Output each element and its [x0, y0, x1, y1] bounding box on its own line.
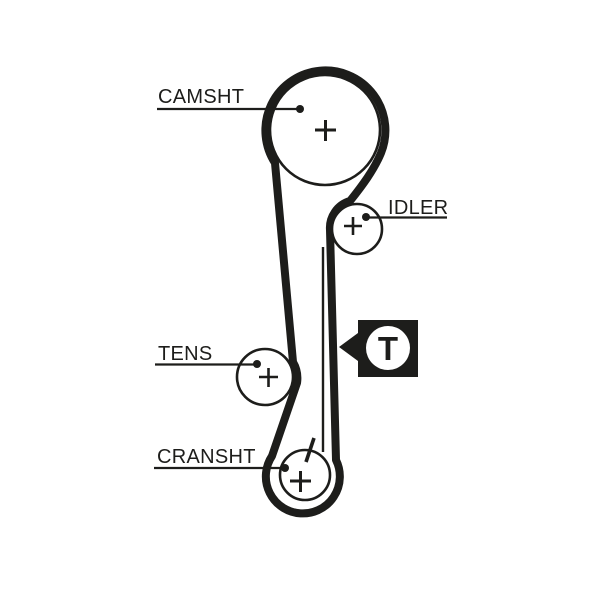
- crankshaft-timing-mark: [304, 437, 316, 463]
- idler-leader-dot: [362, 213, 370, 221]
- camshaft-pulley: [268, 73, 382, 187]
- camshaft-label: CAMSHT: [158, 86, 244, 108]
- tensioner-leader-dot: [253, 360, 261, 368]
- tension-marker-circle: [366, 326, 410, 370]
- tension-marker: T: [339, 320, 418, 377]
- crankshaft-center-cross-icon: [290, 471, 311, 492]
- idler-center-cross-icon: [344, 217, 362, 235]
- crankshaft-pulley: [278, 448, 332, 502]
- tension-marker-arrow-icon: [339, 333, 358, 361]
- timing-belt: [261, 66, 390, 518]
- camshaft-center-cross-icon: [315, 120, 336, 141]
- crankshaft-label: CRANSHT: [157, 446, 256, 468]
- crankshaft-leader-dot: [281, 464, 289, 472]
- tensioner-center-cross-icon: [259, 368, 278, 387]
- camshaft-leader-dot: [296, 105, 304, 113]
- idler-label: IDLER: [388, 197, 448, 219]
- idler-pulley: [330, 202, 384, 256]
- tensioner-label: TENS: [158, 343, 213, 365]
- tension-marker-letter: T: [378, 330, 398, 367]
